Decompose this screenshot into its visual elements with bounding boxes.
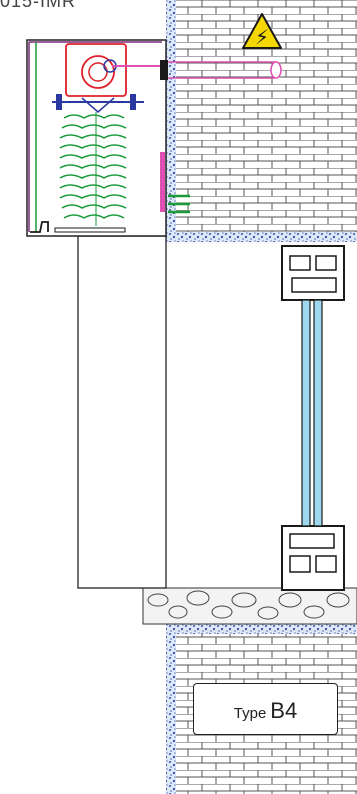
guide-bracket [160,152,190,214]
stone-sill-layer [142,587,357,625]
glass-pane [301,299,323,527]
type-label-box: Type B4 [193,683,338,735]
rolled-slats [59,112,127,226]
high-voltage-symbol: ⚡ [255,25,269,49]
drawing-reference-code: 015-IMR [0,0,77,11]
motor-drum [52,43,144,113]
type-code: B4 [270,698,298,723]
power-cable [112,60,282,80]
high-voltage-warning-icon: ⚡ [242,13,282,49]
window-frame [281,245,345,591]
shutter-guide-panel [77,235,167,589]
type-word: Type [233,705,267,722]
